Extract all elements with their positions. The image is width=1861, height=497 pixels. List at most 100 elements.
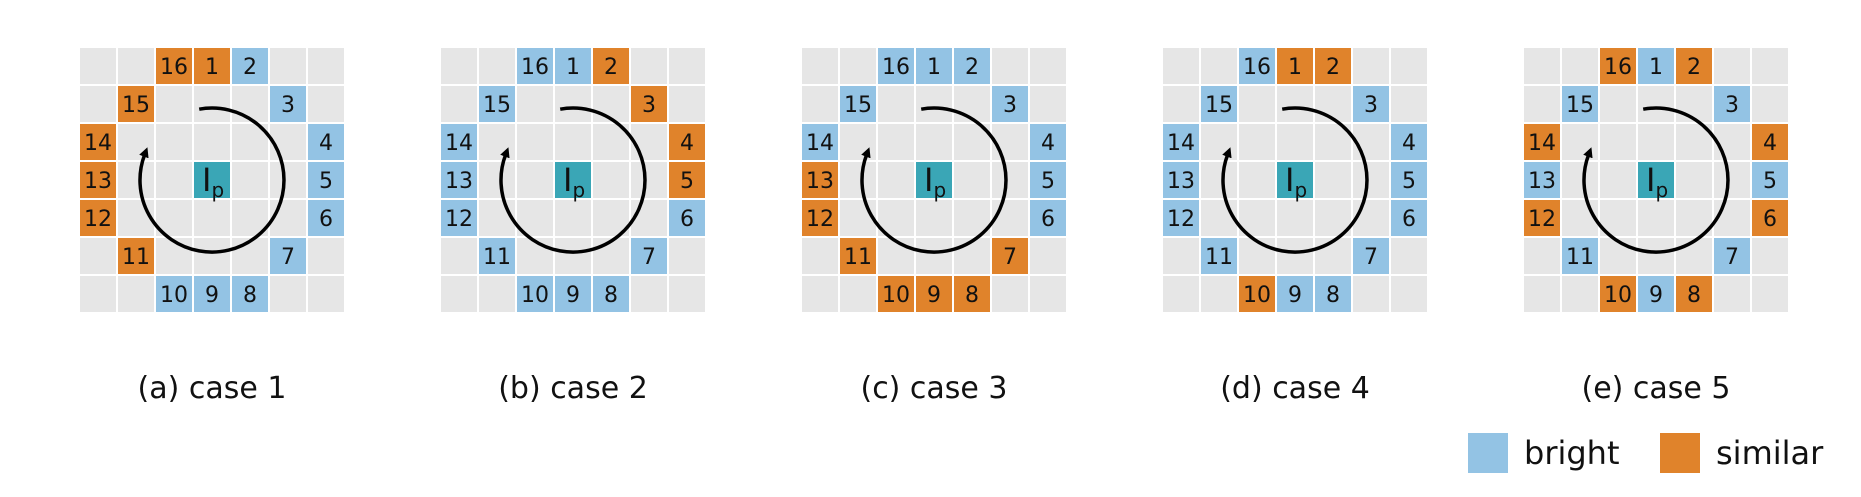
grid-cell xyxy=(1030,48,1066,84)
ring-pixel-number: 12 xyxy=(1167,207,1195,232)
grid-cell xyxy=(1524,238,1560,274)
ring-pixel-2-similar xyxy=(593,48,629,84)
grid-cell xyxy=(631,276,667,312)
ring-pixel-number: 16 xyxy=(160,55,188,80)
ring-pixel-number: 11 xyxy=(1566,245,1594,270)
grid-cell xyxy=(1277,86,1313,122)
grid-cell xyxy=(916,238,952,274)
grid-cell xyxy=(1752,238,1788,274)
panel-caption: (d) case 4 xyxy=(1220,371,1370,406)
grid-cell xyxy=(270,48,306,84)
grid-cell xyxy=(1391,238,1427,274)
grid-cell xyxy=(118,276,154,312)
grid-cell xyxy=(840,162,876,198)
ring-pixel-number: 2 xyxy=(1687,55,1701,80)
grid-cell xyxy=(669,238,705,274)
grid-cell xyxy=(194,200,230,236)
grid-cell xyxy=(1752,86,1788,122)
ring-pixel-number: 2 xyxy=(965,55,979,80)
ring-pixel-1-bright xyxy=(916,48,952,84)
ring-pixel-number: 16 xyxy=(882,55,910,80)
grid-cell xyxy=(1353,162,1389,198)
grid-cell xyxy=(441,276,477,312)
ring-pixel-8-similar xyxy=(1676,276,1712,312)
ring-pixel-3-bright xyxy=(270,86,306,122)
center-pixel xyxy=(1277,162,1313,198)
ring-pixel-5-bright xyxy=(1391,162,1427,198)
grid-cell xyxy=(631,200,667,236)
grid-cell xyxy=(1201,162,1237,198)
grid-cell xyxy=(118,48,154,84)
grid-cell xyxy=(270,200,306,236)
ring-pixel-12-similar xyxy=(1524,200,1560,236)
grid-cell xyxy=(555,124,591,160)
clockwise-arrow-icon xyxy=(499,106,647,254)
ring-pixel-number: 13 xyxy=(84,169,112,194)
grid-cell xyxy=(954,86,990,122)
ring-pixel-number: 5 xyxy=(1402,169,1416,194)
ring-pixel-9-bright xyxy=(555,276,591,312)
center-pixel xyxy=(916,162,952,198)
grid-cell xyxy=(270,162,306,198)
grid-cell xyxy=(1676,162,1712,198)
grid-cell xyxy=(1562,276,1598,312)
ring-pixel-number: 7 xyxy=(1364,245,1378,270)
ring-pixel-9-bright xyxy=(1277,276,1313,312)
ring-pixel-4-bright xyxy=(1391,124,1427,160)
grid-cell xyxy=(669,276,705,312)
ring-pixel-13-similar xyxy=(80,162,116,198)
ring-pixel-number: 8 xyxy=(243,283,257,308)
ring-pixel-7-bright xyxy=(631,238,667,274)
ring-pixel-5-bright xyxy=(1030,162,1066,198)
ring-pixel-number: 5 xyxy=(1763,169,1777,194)
ring-pixel-16-similar xyxy=(1600,48,1636,84)
grid-cell xyxy=(555,238,591,274)
grid-cell xyxy=(802,238,838,274)
ring-pixel-number: 10 xyxy=(1604,283,1632,308)
ring-pixel-2-bright xyxy=(954,48,990,84)
grid-cell xyxy=(1752,48,1788,84)
ring-pixel-1-bright xyxy=(1638,48,1674,84)
ring-pixel-11-bright xyxy=(479,238,515,274)
ring-pixel-number: 15 xyxy=(483,93,511,118)
ring-pixel-4-similar xyxy=(669,124,705,160)
ring-pixel-number: 7 xyxy=(1003,245,1017,270)
grid-cell xyxy=(270,124,306,160)
grid-cell xyxy=(1524,276,1560,312)
ring-pixel-15-similar xyxy=(118,86,154,122)
ring-pixel-number: 16 xyxy=(521,55,549,80)
grid-cell xyxy=(1562,200,1598,236)
ring-pixel-7-bright xyxy=(270,238,306,274)
ring-pixel-number: 9 xyxy=(1288,283,1302,308)
grid-cell xyxy=(631,48,667,84)
grid-cell xyxy=(1391,48,1427,84)
ring-pixel-13-bright xyxy=(1163,162,1199,198)
grid-cell xyxy=(1714,162,1750,198)
grid-cell xyxy=(1714,200,1750,236)
ring-pixel-number: 5 xyxy=(1041,169,1055,194)
center-pixel xyxy=(555,162,591,198)
grid-cell xyxy=(1391,276,1427,312)
ring-pixel-11-similar xyxy=(840,238,876,274)
ring-pixel-14-similar xyxy=(1524,124,1560,160)
ring-pixel-number: 14 xyxy=(806,131,834,156)
panel-caption: (c) case 3 xyxy=(860,371,1007,406)
ring-pixel-number: 5 xyxy=(680,169,694,194)
ring-pixel-number: 1 xyxy=(927,55,941,80)
ring-pixel-number: 9 xyxy=(205,283,219,308)
clockwise-arrow-icon xyxy=(138,106,286,254)
ring-pixel-8-bright xyxy=(232,276,268,312)
ring-pixel-10-similar xyxy=(1239,276,1275,312)
ring-pixel-number: 8 xyxy=(1687,283,1701,308)
ring-pixel-14-bright xyxy=(1163,124,1199,160)
ring-pixel-number: 10 xyxy=(160,283,188,308)
ring-pixel-number: 10 xyxy=(1243,283,1271,308)
grid-cell xyxy=(479,162,515,198)
ring-pixel-number: 8 xyxy=(604,283,618,308)
grid-cell xyxy=(1315,238,1351,274)
ring-pixel-4-bright xyxy=(308,124,344,160)
grid-cell xyxy=(441,48,477,84)
grid-cell xyxy=(1562,48,1598,84)
ring-pixel-number: 7 xyxy=(642,245,656,270)
